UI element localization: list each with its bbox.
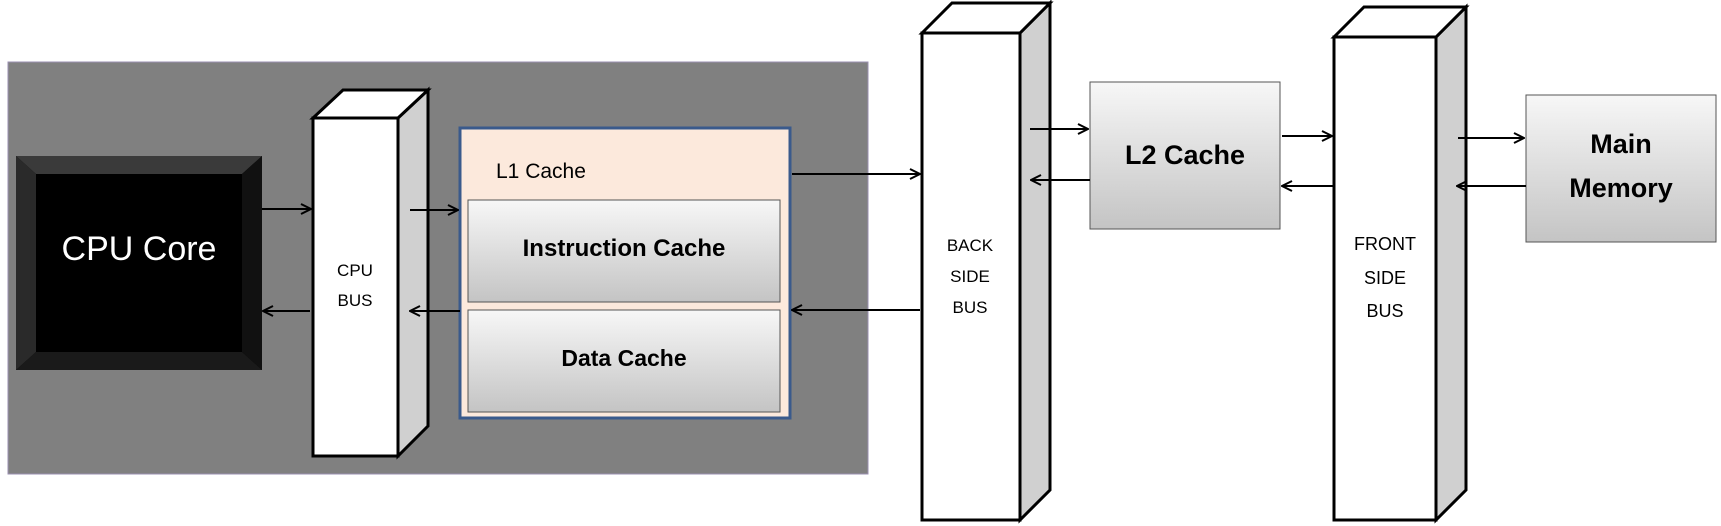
back-side-bus-line1: BACK: [947, 236, 994, 255]
back-side-bus-line3: BUS: [953, 298, 988, 317]
l2-cache: L2 Cache: [1089, 81, 1281, 230]
cpu-bus-label-line2: BUS: [338, 291, 373, 310]
l1-cache: L1 Cache Instruction Cache Data Cache: [458, 126, 792, 420]
front-side-bus: FRONT SIDE BUS: [1330, 3, 1470, 524]
back-side-bus: BACK SIDE BUS: [918, 0, 1054, 524]
main-memory-line1: Main: [1590, 129, 1652, 159]
main-memory-line2: Memory: [1569, 173, 1673, 203]
l1-cache-title: L1 Cache: [496, 160, 586, 183]
data-cache-label: Data Cache: [561, 345, 686, 371]
front-side-bus-line3: BUS: [1366, 301, 1403, 321]
data-cache: Data Cache: [467, 309, 781, 413]
cpu-core-label: CPU Core: [62, 230, 217, 268]
cpu-bus-label-line1: CPU: [337, 261, 373, 280]
instruction-cache: Instruction Cache: [467, 199, 781, 303]
main-memory: Main Memory: [1525, 94, 1717, 243]
front-side-bus-line2: SIDE: [1364, 268, 1406, 288]
instruction-cache-label: Instruction Cache: [523, 235, 726, 262]
l2-cache-label: L2 Cache: [1125, 140, 1245, 170]
back-side-bus-line2: SIDE: [950, 267, 990, 286]
cpu-bus: CPU BUS: [309, 86, 432, 460]
cpu-core-block: CPU Core: [16, 156, 262, 370]
front-side-bus-line1: FRONT: [1354, 234, 1416, 254]
